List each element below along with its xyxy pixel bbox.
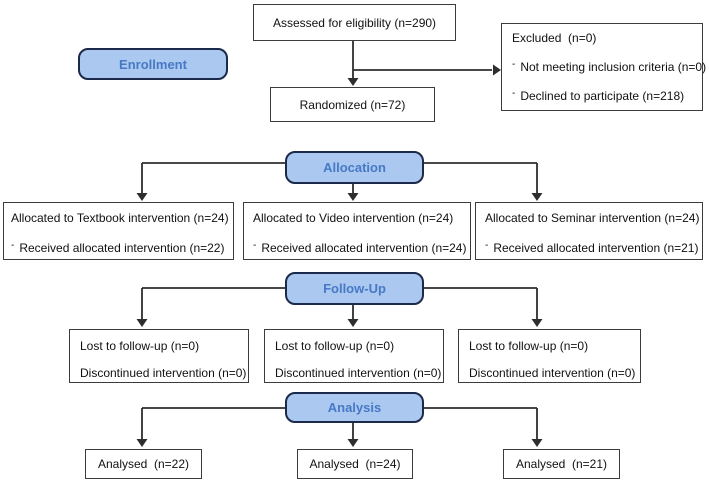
analysed-text: Analysed (n=22) <box>97 457 190 471</box>
stage-label-followup: Follow-Up <box>285 272 424 305</box>
allocation-label-text: Allocation <box>323 160 386 175</box>
followup-line1: Lost to follow-up (n=0) <box>275 339 395 353</box>
followup-box-textbook: Lost to follow-up (n=0) Discontinued int… <box>69 329 249 383</box>
followup-box-seminar: Lost to follow-up (n=0) Discontinued int… <box>458 329 641 383</box>
dash-bullet: - <box>253 240 257 251</box>
excluded-item-text: Declined to participate (n=218) <box>520 89 685 103</box>
analysed-text: Analysed (n=24) <box>309 457 401 471</box>
followup-line2: Discontinued intervention (n=0) <box>275 366 442 380</box>
allocation-item-text: Received allocated intervention (n=24) <box>261 241 467 255</box>
arrowhead-to-randomized-icon <box>347 78 359 86</box>
analysed-box-seminar: Analysed (n=21) <box>503 449 620 479</box>
followup-line1: Lost to follow-up (n=0) <box>80 339 200 353</box>
followup-label-text: Follow-Up <box>323 281 386 296</box>
arrowhead-followup-center-icon <box>347 319 359 327</box>
assessed-eligibility-box: Assessed for eligibility (n=290) <box>253 4 456 41</box>
randomized-text: Randomized (n=72) <box>299 97 406 112</box>
arrowhead-analysis-left-icon <box>136 439 148 447</box>
arrowhead-allocation-center-icon <box>347 193 359 201</box>
stage-label-allocation: Allocation <box>285 151 424 184</box>
allocation-box-textbook: Allocated to Textbook intervention (n=24… <box>3 202 234 260</box>
followup-line2: Discontinued intervention (n=0) <box>469 366 636 380</box>
excluded-title: Excluded (n=0) <box>512 31 597 45</box>
arrowhead-allocation-left-icon <box>136 193 148 201</box>
allocation-item-text: Received allocated intervention (n=22) <box>19 241 225 255</box>
arrowhead-analysis-right-icon <box>531 439 543 447</box>
arrowhead-allocation-right-icon <box>531 193 543 201</box>
allocation-title: Allocated to Seminar intervention (n=24) <box>485 211 700 225</box>
arrowhead-to-excluded-icon <box>493 64 501 76</box>
excluded-item: -Not meeting inclusion criteria (n=0) <box>512 58 706 74</box>
dash-bullet: - <box>512 88 516 99</box>
assessed-eligibility-text: Assessed for eligibility (n=290) <box>272 15 437 30</box>
allocation-title: Allocated to Textbook intervention (n=24… <box>11 211 229 225</box>
dash-bullet: - <box>512 59 516 70</box>
stage-label-enrollment: Enrollment <box>78 48 228 80</box>
stage-label-analysis: Analysis <box>285 392 424 423</box>
excluded-box: Excluded (n=0) -Not meeting inclusion cr… <box>501 23 706 111</box>
followup-box-video: Lost to follow-up (n=0) Discontinued int… <box>264 329 444 383</box>
allocation-item: -Received allocated intervention (n=22) <box>11 239 231 255</box>
allocation-box-video: Allocated to Video intervention (n=24) -… <box>243 202 471 260</box>
arrowhead-analysis-center-icon <box>347 439 359 447</box>
enrollment-label-text: Enrollment <box>119 56 187 72</box>
dash-bullet: - <box>11 240 15 251</box>
analysis-label-text: Analysis <box>327 400 382 415</box>
arrowhead-followup-left-icon <box>136 319 148 327</box>
allocation-item-text: Received allocated intervention (n=21) <box>493 241 699 255</box>
excluded-item: -Declined to participate (n=218) <box>512 87 692 103</box>
excluded-item-text: Not meeting inclusion criteria (n=0) <box>520 60 707 74</box>
analysed-box-textbook: Analysed (n=22) <box>85 449 202 479</box>
allocation-box-seminar: Allocated to Seminar intervention (n=24)… <box>475 202 703 260</box>
allocation-item: -Received allocated intervention (n=24) <box>253 239 468 255</box>
allocation-item: -Received allocated intervention (n=21) <box>485 239 700 255</box>
arrowhead-followup-right-icon <box>531 319 543 327</box>
analysed-box-video: Analysed (n=24) <box>297 449 413 479</box>
allocation-title: Allocated to Video intervention (n=24) <box>253 211 454 225</box>
dash-bullet: - <box>485 240 489 251</box>
analysed-text: Analysed (n=21) <box>515 457 608 471</box>
followup-line1: Lost to follow-up (n=0) <box>469 339 589 353</box>
followup-line2: Discontinued intervention (n=0) <box>80 366 247 380</box>
randomized-box: Randomized (n=72) <box>270 87 435 122</box>
